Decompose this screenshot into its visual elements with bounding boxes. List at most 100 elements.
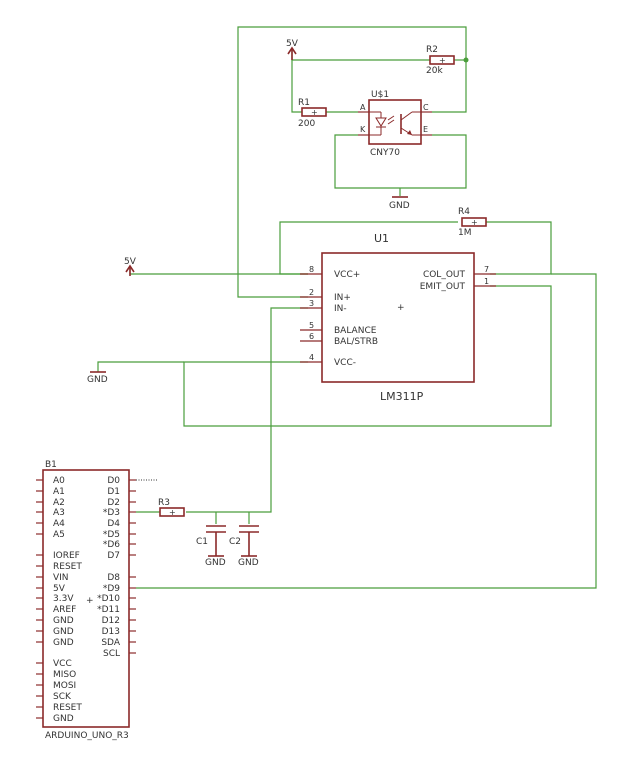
arduino-pin-label: RESET <box>53 703 82 713</box>
arduino-pin-label: 3.3V <box>53 594 74 604</box>
lm311-pin-label: BALANCE <box>334 326 377 336</box>
arduino-name: B1 <box>45 460 57 470</box>
arduino-pin-label: SCK <box>53 692 72 702</box>
lm311-pin-number: 6 <box>309 332 314 341</box>
arduino-pin-label: *D10 <box>97 594 120 604</box>
gnd-left-label: GND <box>87 375 108 385</box>
arduino-pin-label: VIN <box>53 573 69 583</box>
arduino-pin-label: MISO <box>53 670 76 680</box>
arduino-pin-label: D12 <box>102 616 120 626</box>
wire-5v-r2 <box>291 50 430 61</box>
lm311-pin-label: IN- <box>334 304 347 314</box>
wire-k-gnd <box>334 134 467 189</box>
wire-sensor-to-inplus <box>237 26 467 298</box>
lm311-pin-number: 3 <box>309 299 314 308</box>
svg-text:+: + <box>471 218 478 227</box>
cny-pin-c: C <box>423 103 429 112</box>
r2-value: 20k <box>426 66 443 76</box>
r4-value: 1M <box>458 228 472 238</box>
u1-part: LM311P <box>380 390 424 403</box>
resistor-r3: + R3 <box>158 498 185 517</box>
arduino-pin-label: 5V <box>53 584 66 594</box>
lm311-comparator: U1 LM311P + 8VCC+2IN+3IN-5BALANCE6BAL/ST… <box>300 232 496 403</box>
c1-label: C1 <box>196 537 208 547</box>
arduino-pin-label: *D9 <box>103 584 120 594</box>
svg-text:+: + <box>311 108 318 117</box>
wire-r4-left <box>279 221 458 275</box>
c2-label: C2 <box>229 537 241 547</box>
arduino-pin-label: GND <box>53 638 74 648</box>
arduino-pin-label: IOREF <box>53 551 80 561</box>
r2-name: R2 <box>426 45 438 55</box>
cny-name: U$1 <box>371 90 389 100</box>
arduino-pin-label: MOSI <box>53 681 76 691</box>
lm311-pin-number: 7 <box>484 265 489 274</box>
arduino-pin-label: D0 <box>107 476 120 486</box>
arduino-pin-label: *D5 <box>103 530 120 540</box>
arduino-pin-label: RESET <box>53 562 82 572</box>
arduino-pin-label: D4 <box>107 519 120 529</box>
junction-dot <box>463 57 469 63</box>
lm311-pin-number: 5 <box>309 321 314 330</box>
gnd-cny-symbol: GND <box>389 196 410 211</box>
arduino-pin-label: GND <box>53 616 74 626</box>
arduino-pin-label: SCL <box>103 649 120 659</box>
r3-name: R3 <box>158 498 170 508</box>
capacitor-c1: C1 GND <box>196 525 226 568</box>
lm311-pin-label: COL_OUT <box>423 270 466 280</box>
gnd-c1-label: GND <box>205 558 226 568</box>
vcc-left-symbol: 5V <box>124 257 137 276</box>
vcc-top-label: 5V <box>286 39 299 49</box>
lm311-pin-label: VCC- <box>334 358 356 368</box>
arduino-right-pins: D0D1D2*D3D4*D5*D6D7D8*D9*D10*D11D12D13SD… <box>97 476 136 659</box>
svg-text:+: + <box>397 303 405 313</box>
arduino-pin-label: A3 <box>53 508 65 518</box>
wire-junction-c <box>432 60 467 113</box>
arduino-pin-label: GND <box>53 714 74 724</box>
arduino-pin-label: A0 <box>53 476 65 486</box>
arduino-pin-label: SDA <box>101 638 120 648</box>
cny-part: CNY70 <box>370 148 400 158</box>
resistor-r1: + R1 200 <box>298 98 327 129</box>
wire-colout-d10 <box>136 273 597 589</box>
gnd-c2-label: GND <box>238 558 259 568</box>
arduino-pin-label: A4 <box>53 519 65 529</box>
arduino-part: ARDUINO_UNO_R3 <box>45 731 129 741</box>
lm311-pin-number: 8 <box>309 265 314 274</box>
u1-name: U1 <box>374 232 389 245</box>
lm311-pin-number: 1 <box>484 277 489 286</box>
arduino-pin-label: D8 <box>107 573 120 583</box>
cny-pin-k: K <box>360 125 366 134</box>
wires <box>97 26 597 589</box>
arduino-left-pins: A0A1A2A3A4A5IOREFRESETVIN5V3.3VAREFGNDGN… <box>36 476 82 724</box>
r1-value: 200 <box>298 119 315 129</box>
r4-name: R4 <box>458 207 470 217</box>
arduino-pin-label: A1 <box>53 487 65 497</box>
led-icon <box>369 111 395 136</box>
arduino-pin-label: VCC <box>53 659 72 669</box>
resistor-r2: + R2 20k <box>426 45 455 76</box>
svg-text:+: + <box>169 508 176 517</box>
arduino-pin-label: A2 <box>53 498 65 508</box>
arduino-pin-label: *D6 <box>103 540 120 550</box>
lm311-pin-number: 4 <box>309 353 314 362</box>
wire-5v-r1 <box>291 60 302 113</box>
arduino-pin-label: D13 <box>102 627 120 637</box>
vcc-top-symbol: 5V <box>286 39 299 60</box>
lm311-pin-number: 2 <box>309 288 314 297</box>
wire-5v-left <box>129 268 308 275</box>
arduino-pin-label: A5 <box>53 530 65 540</box>
arduino-pin-label: *D11 <box>97 605 120 615</box>
lm311-pin-label: IN+ <box>334 293 351 303</box>
capacitor-c2: C2 GND <box>229 525 259 568</box>
r1-name: R1 <box>298 98 310 108</box>
arduino-pin-label: AREF <box>53 605 76 615</box>
svg-text:+: + <box>439 56 446 65</box>
wire-inminus-r3 <box>186 307 308 513</box>
arduino-pin-label: D7 <box>107 551 120 561</box>
svg-text:+: + <box>86 596 94 606</box>
arduino-pin-label: *D3 <box>103 508 120 518</box>
cny-pin-e: E <box>423 125 428 134</box>
